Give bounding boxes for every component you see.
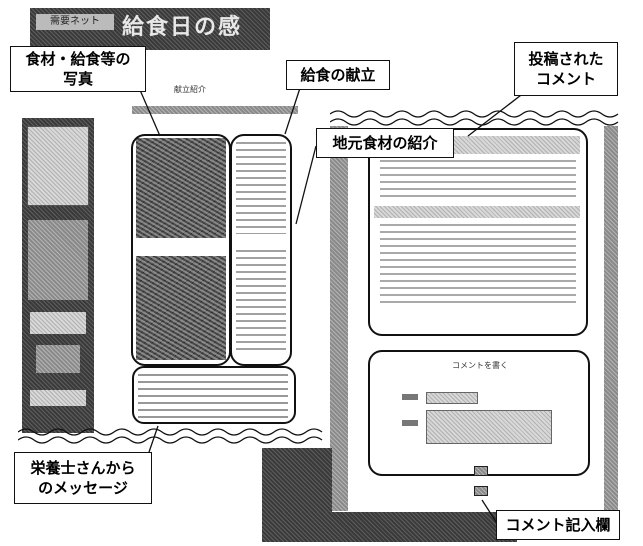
comment-header-bar-2 xyxy=(374,206,580,218)
nutritionist-message-text xyxy=(138,374,288,418)
comment-form-title: コメントを書く xyxy=(452,361,508,370)
comment-name-input[interactable] xyxy=(426,392,478,404)
right-page-left-border xyxy=(330,126,348,511)
food-photo-2 xyxy=(136,256,226,360)
comment-name-label xyxy=(402,394,418,400)
sidebar-calendar xyxy=(27,126,89,206)
callout-comment-form: コメント記入欄 xyxy=(496,510,620,540)
sidebar-link-block-3[interactable] xyxy=(30,390,86,406)
comment-text-input[interactable] xyxy=(426,410,552,444)
nutritionist-message-frame xyxy=(132,366,296,424)
comment-text-label xyxy=(402,420,418,426)
food-photo-1 xyxy=(136,138,226,238)
comment-body-1 xyxy=(380,160,576,202)
menu-text-block-2 xyxy=(236,250,286,350)
menu-frame xyxy=(230,134,292,366)
callout-photos: 食材・給食等の 写真 xyxy=(10,46,146,92)
comment-submit-button-2[interactable] xyxy=(474,486,488,496)
left-page-heading: 献立紹介 xyxy=(174,85,206,94)
left-bottom-strip xyxy=(262,448,332,512)
sidebar-menu-block[interactable] xyxy=(28,220,88,300)
comment-submit-button[interactable] xyxy=(474,466,488,476)
sidebar-link-block[interactable] xyxy=(30,312,86,334)
callout-menu: 給食の献立 xyxy=(286,60,390,90)
menu-text-block-1 xyxy=(236,142,286,234)
comment-body-2 xyxy=(380,224,576,308)
callout-posted-comments: 投稿された コメント xyxy=(514,42,618,96)
content-top-bar xyxy=(132,106,298,114)
banner-small-label: 需要ネット xyxy=(36,14,114,30)
sidebar-link-block-2[interactable] xyxy=(36,345,80,373)
right-page-right-border xyxy=(604,126,618,511)
left-cut-wave xyxy=(18,428,323,444)
callout-nutritionist: 栄養士さんから のメッセージ xyxy=(14,452,152,504)
callout-local-ingredients: 地元食材の紹介 xyxy=(316,128,454,158)
right-top-cut-wave xyxy=(330,110,619,126)
right-page-footer xyxy=(262,512,517,542)
